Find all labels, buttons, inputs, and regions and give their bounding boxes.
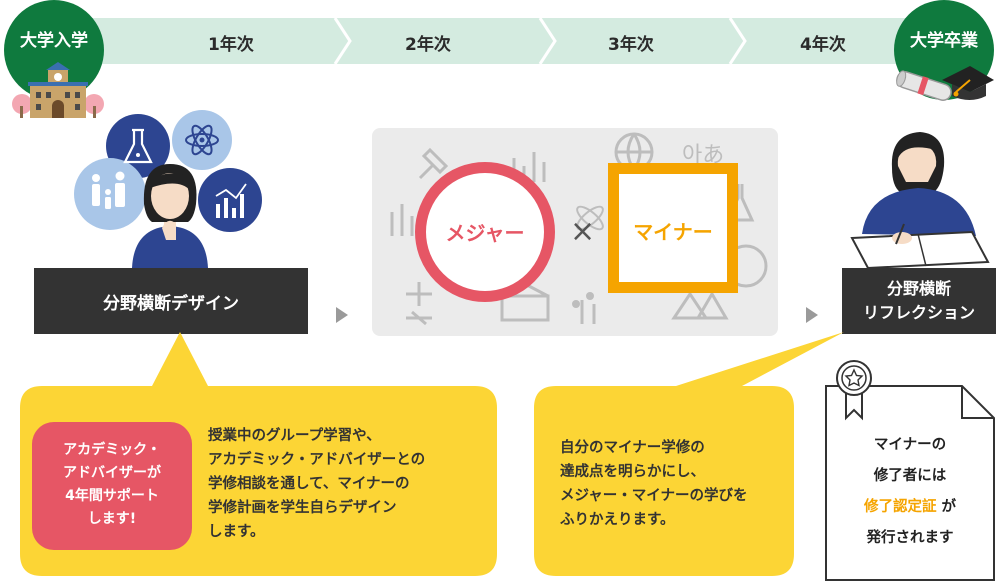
design-description-line: 授業中のグループ学習や、 xyxy=(208,428,381,444)
certificate-suffix: が xyxy=(936,499,957,515)
year-3-label: 3年次 xyxy=(608,35,654,55)
reflection-title-line2: リフレクション xyxy=(862,303,975,322)
year-1-label: 1年次 xyxy=(208,35,254,55)
graduation-diploma-cap-icon xyxy=(896,66,994,101)
design-description: 授業中のグループ学習や、 アカデミック・アドバイザーとの 学修相談を通して、マイ… xyxy=(208,424,425,544)
advisor-note-line: します! xyxy=(87,511,137,527)
cross-disciplinary-design-box: 分野横断デザイン xyxy=(34,268,308,334)
advisor-support-note: アカデミック・ アドバイザーが 4年間サポート します! xyxy=(32,422,192,550)
flow-arrow-icon xyxy=(806,307,818,323)
certificate-highlight: 修了認定証 xyxy=(863,499,937,515)
certificate-line: 修了者には xyxy=(873,468,947,484)
certificate-document xyxy=(825,360,995,581)
advisor-note-line: アカデミック・ xyxy=(63,442,161,458)
design-description-line: 学修相談を通して、マイナーの xyxy=(208,476,410,492)
thinking-student-illustration xyxy=(74,110,262,268)
times-symbol: × xyxy=(570,214,596,249)
year-2-label: 2年次 xyxy=(405,35,451,55)
reflection-description-line: メジャー・マイナーの学びを xyxy=(560,488,748,504)
reflection-description-line: 自分のマイナー学修の xyxy=(560,440,705,456)
flow-arrow-icon xyxy=(336,307,348,323)
graduation-label: 大学卒業 xyxy=(910,31,978,51)
certificate-line: 発行されます xyxy=(866,530,954,546)
certificate-text: マイナーの 修了者には 修了認定証 が 発行されます xyxy=(830,430,990,554)
major-circle: メジャー xyxy=(415,162,555,302)
advisor-note-line: アドバイザーが xyxy=(63,465,161,481)
chart-icon-circle xyxy=(198,168,262,232)
advisor-note-line: 4年間サポート xyxy=(65,488,159,504)
reflection-description-line: ふりかえります。 xyxy=(560,512,675,528)
enrollment-label: 大学入学 xyxy=(20,31,88,51)
minor-square: マイナー xyxy=(608,163,738,293)
reflection-description: 自分のマイナー学修の 達成点を明らかにし、 メジャー・マイナーの学びを ふりかえ… xyxy=(560,436,747,532)
award-ribbon-icon xyxy=(836,360,872,421)
major-label: メジャー xyxy=(445,221,525,245)
certificate-line: 修了認定証 が xyxy=(830,492,990,523)
cross-disciplinary-design-title: 分野横断デザイン xyxy=(103,293,239,314)
university-building-icon xyxy=(12,62,104,118)
reflection-title-line1: 分野横断 xyxy=(886,279,951,298)
studying-student-illustration xyxy=(850,132,990,268)
design-description-line: 学修計画を学生自らデザイン xyxy=(208,500,397,516)
reflection-description-line: 達成点を明らかにし、 xyxy=(560,464,705,480)
year-4-label: 4年次 xyxy=(800,35,846,55)
timeline: 1年次 2年次 3年次 4年次 xyxy=(60,18,940,64)
minor-label: マイナー xyxy=(633,220,713,244)
timeline-band xyxy=(60,18,940,64)
design-description-line: します。 xyxy=(208,524,265,540)
cross-disciplinary-reflection-box: 分野横断 リフレクション xyxy=(842,268,996,334)
design-description-line: アカデミック・アドバイザーとの xyxy=(208,452,426,468)
certificate-line: マイナーの xyxy=(873,437,947,453)
